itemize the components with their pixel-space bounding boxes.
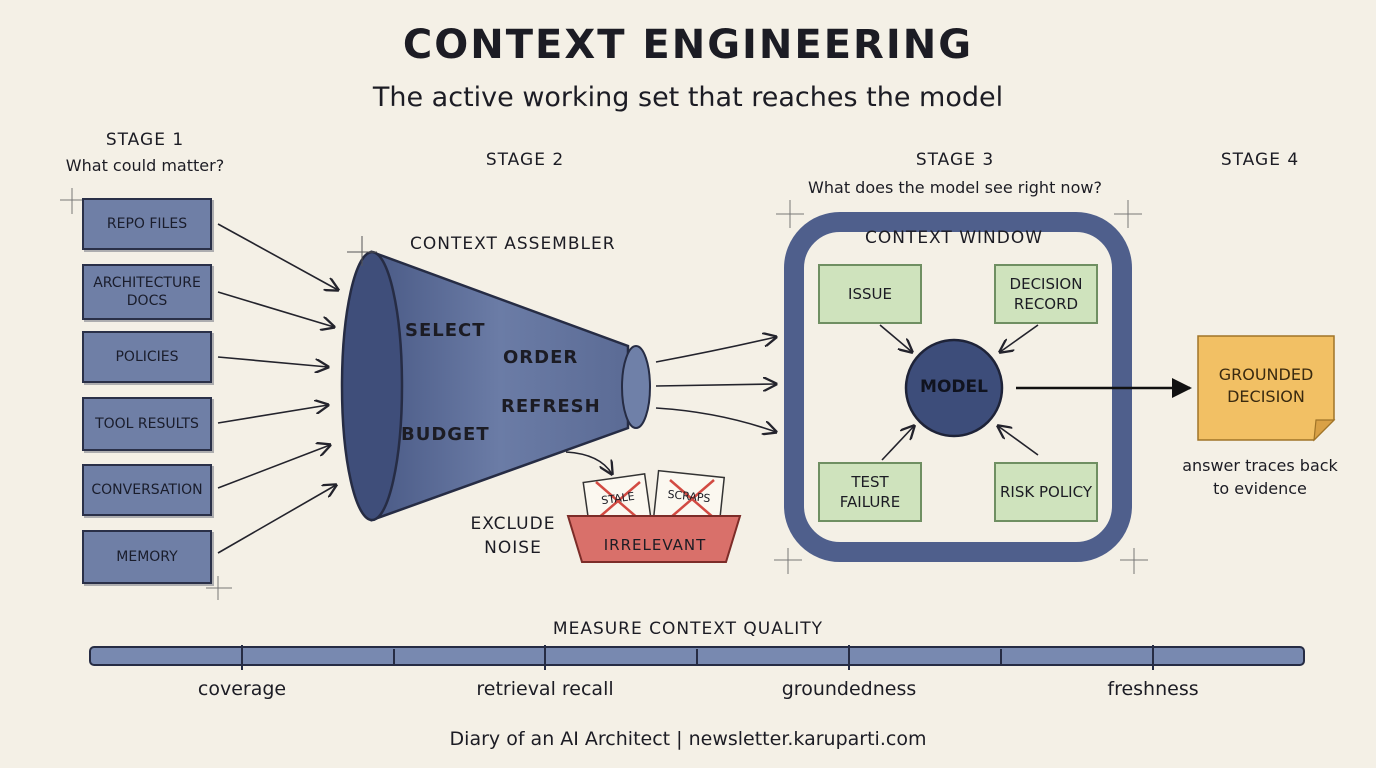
context-assembler-funnel xyxy=(340,236,651,522)
grounded-decision-note xyxy=(1197,335,1336,442)
source-repo-files: REPO FILES xyxy=(82,198,212,250)
quality-bar xyxy=(89,645,1305,670)
model-input-arrows xyxy=(879,324,1039,461)
context-window-label: CONTEXT WINDOW xyxy=(864,228,1044,248)
source-architecture-docs: ARCHITECTURE DOCS xyxy=(82,264,212,320)
metric-coverage: coverage xyxy=(197,678,287,700)
context-assembler-label: CONTEXT ASSEMBLER xyxy=(410,234,616,254)
source-policies: POLICIES xyxy=(82,331,212,383)
context-item-risk-policy: RISK POLICY xyxy=(994,462,1098,522)
bin-irrelevant-label: IRRELEVANT xyxy=(603,536,707,554)
metric-freshness: freshness xyxy=(1107,678,1199,700)
funnel-output-arrows xyxy=(655,337,776,432)
stage2-label: STAGE 2 xyxy=(485,150,565,170)
context-item-decision-record: DECISION RECORD xyxy=(994,264,1098,324)
source-tool-results: TOOL RESULTS xyxy=(82,397,212,451)
source-conversation: CONVERSATION xyxy=(82,464,212,516)
stage3-label: STAGE 3 xyxy=(915,150,995,170)
op-order: ORDER xyxy=(503,347,579,368)
exclude-arrow xyxy=(565,451,612,474)
op-select: SELECT xyxy=(405,320,486,341)
stage3-question: What does the model see right now? xyxy=(808,178,1102,197)
diagram-subtitle: The active working set that reaches the … xyxy=(372,82,1004,113)
stage1-question: What could matter? xyxy=(65,156,225,175)
quality-title: MEASURE CONTEXT QUALITY xyxy=(552,619,824,639)
grounded-decision-note-text: answer traces back to evidence xyxy=(1182,456,1338,498)
source-memory: MEMORY xyxy=(82,530,212,584)
stage4-label: STAGE 4 xyxy=(1220,150,1300,170)
metric-retrieval-recall: retrieval recall xyxy=(476,678,614,700)
op-refresh: REFRESH xyxy=(501,396,601,417)
model-node xyxy=(904,338,1004,438)
exclude-noise-label: EXCLUDE NOISE xyxy=(470,514,556,558)
context-item-test-failure: TEST FAILURE xyxy=(818,462,922,522)
noise-bin xyxy=(566,469,742,563)
stage1-label: STAGE 1 xyxy=(105,130,185,150)
op-budget: BUDGET xyxy=(401,424,490,445)
grounded-decision-label: GROUNDED DECISION xyxy=(1218,365,1314,406)
metric-groundedness: groundedness xyxy=(781,678,917,700)
source-arrows xyxy=(217,223,338,554)
context-item-issue: ISSUE xyxy=(818,264,922,324)
model-label: MODEL xyxy=(920,377,988,397)
diagram-title: CONTEXT ENGINEERING xyxy=(402,22,974,68)
footer-credit: Diary of an AI Architect | newsletter.ka… xyxy=(449,728,927,750)
